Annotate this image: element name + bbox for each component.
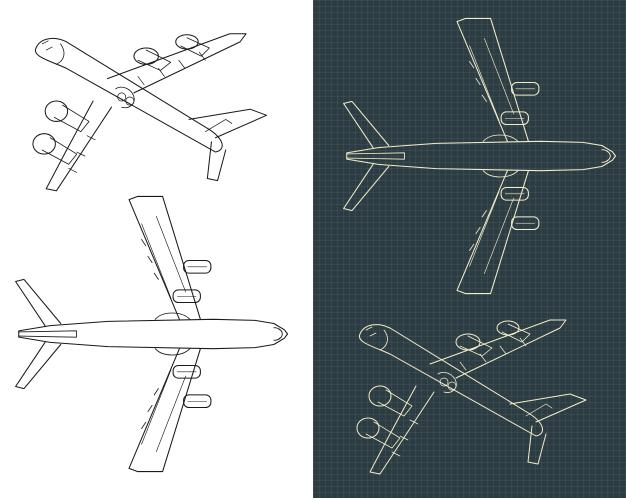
aircraft-perspective-dark xyxy=(356,319,587,475)
light-panel xyxy=(0,0,313,498)
aircraft-topview-light xyxy=(15,195,289,473)
blueprint-grid xyxy=(313,0,626,498)
aircraft-topview-dark xyxy=(343,17,617,295)
aircraft-perspective-light xyxy=(32,33,268,192)
dark-panel xyxy=(313,0,626,498)
